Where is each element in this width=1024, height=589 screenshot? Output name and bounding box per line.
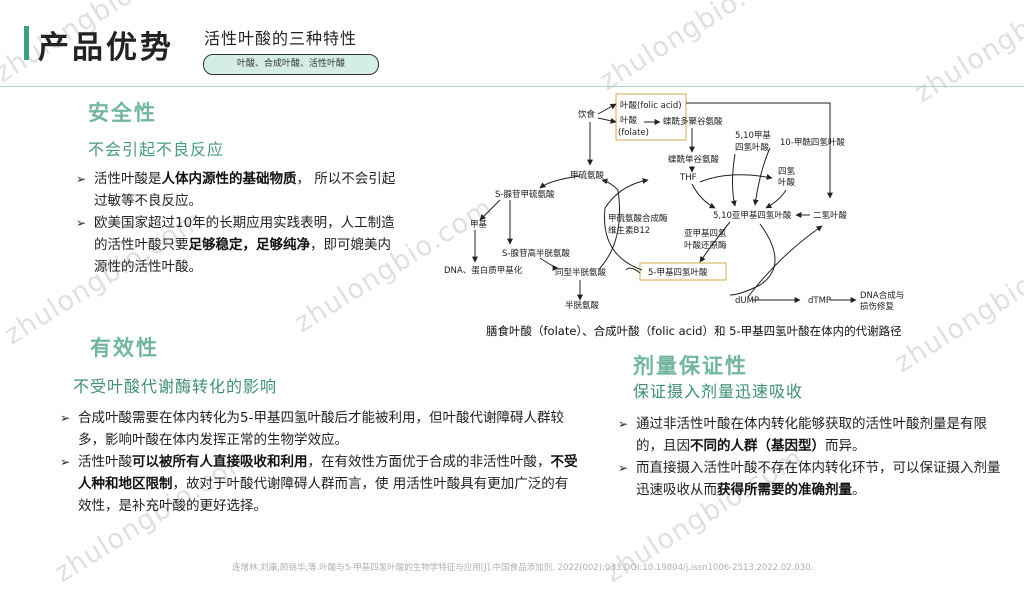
dosage-bullet: ➢ 而直接摄入活性叶酸不存在体内转化环节，可以保证摄入剂量迅速吸收从而获得所需要的… (618, 457, 1010, 501)
bullet-text: 活性叶酸 (78, 454, 132, 470)
diagram-label: 叶酸还原酶 (684, 240, 727, 251)
diagram-arrow (625, 267, 641, 274)
bullet-text: 活性叶酸是 (94, 171, 162, 187)
diagram-arrow (597, 117, 617, 124)
dosage-bullets: ➢ 通过非活性叶酸在体内转化能够获取的活性叶酸剂量是有限的，且因不同的人群（基因型… (618, 413, 1010, 501)
diagram-arrow (729, 223, 776, 296)
efficacy-bullets: ➢ 合成叶酸需要在体内转化为5-甲基四氢叶酸后才能被利用，但叶酸代谢障碍人群较多，… (60, 407, 580, 517)
watermark: zhulongbio.com (594, 0, 804, 97)
diagram-arrow (765, 189, 787, 209)
diagram-label: 四氢 (778, 166, 796, 177)
dosage-subheading: 保证摄入剂量迅速吸收 (633, 382, 804, 401)
efficacy-subheading: 不受叶酸代谢酶转化的影响 (73, 377, 278, 396)
bullet-arrow-icon: ➢ (76, 172, 87, 186)
bullet-emphasis: 获得所需要的准确剂量 (717, 482, 852, 498)
bullet-emphasis: 不受人种和地区限制 (78, 454, 578, 492)
bullet-emphasis: 足够稳定，足够纯净 (188, 237, 311, 253)
diagram-arrow (730, 153, 737, 207)
diagram-caption: 膳食叶酸（folate）、合成叶酸（folic acid）和 5-甲基四氢叶酸在… (486, 324, 902, 338)
diagram-label: 叶酸 (778, 177, 796, 188)
diagram-label: 蝶酰多聚谷氨酸 (663, 116, 723, 127)
diagram-label: 5,10甲基 (735, 130, 771, 141)
diagram-label: 亚甲基四氢 (684, 228, 727, 239)
diagram-label: 蝶酰单谷氨酸 (668, 154, 720, 165)
diagram-label: 10-甲酰四氢叶酸 (780, 137, 845, 148)
watermark: zhulongbio.com (909, 0, 1024, 109)
diagram-arrow (597, 103, 617, 115)
diagram-label: 维生素B12 (608, 225, 650, 236)
mthf-box (639, 262, 727, 281)
subtitle-pill: 叶酸、合成叶酸、活性叶酸 (203, 54, 379, 75)
page-title: 产品优势 (38, 30, 174, 66)
diagram-label: S-腺苷甲硫氨酸 (495, 189, 555, 200)
diagram-arrow (539, 257, 559, 271)
diagram-arrow (686, 102, 833, 199)
bullet-text: ，在有效性方面优于合成的非活性叶酸， (307, 454, 551, 470)
diagram-label: DNA、蛋白质甲基化 (444, 265, 523, 276)
bullet-text: ，故对于叶酸代谢障碍人群而言，使 用活性叶酸具有更加广泛的有效性，是补充叶酸的更… (78, 476, 569, 514)
efficacy-bullet: ➢ 活性叶酸可以被所有人直接吸收和利用，在有效性方面优于合成的非活性叶酸，不受人种… (60, 451, 580, 517)
diagram-label: 叶酸(folic acid) (620, 100, 682, 111)
diagram-arrow (539, 175, 581, 189)
diagram-label: 5-甲基四氢叶酸 (648, 267, 708, 278)
diagram-arrow (699, 221, 731, 263)
diagram-label: dTMP (808, 296, 831, 306)
bullet-emphasis: 人体内源性的基础物质 (161, 171, 297, 187)
diagram-label: 二氢叶酸 (813, 210, 848, 221)
diagram-label: 四氢叶酸 (735, 142, 770, 153)
diagram-label: 甲硫氨酸合成酶 (608, 213, 668, 224)
metabolic-pathway-diagram: 叶酸(folic acid) 叶酸 (folate) 饮食 蝶酰多聚谷氨酸 蝶酰… (444, 93, 904, 312)
dosage-bullet: ➢ 通过非活性叶酸在体内转化能够获取的活性叶酸剂量是有限的，且因不同的人群（基因型… (618, 413, 1010, 457)
bullet-text: 通过非活性叶酸在体内转化能够获取的活性叶酸剂量是有限的，且因 (636, 416, 987, 454)
citation: 连增林,刘康,顾锦华,等.叶酸与5-甲基四氢叶酸的生物学特征与应用[J].中国食… (232, 563, 814, 573)
diagram-label: 甲基 (470, 219, 488, 230)
bullet-arrow-icon: ➢ (618, 417, 629, 431)
diagram-label: DNA合成与 (860, 290, 904, 301)
diagram-arrow (691, 183, 716, 209)
header-divider (0, 86, 1024, 87)
bullet-emphasis: 不同的人群（基因型） (690, 438, 825, 454)
bullet-arrow-icon: ➢ (60, 411, 71, 425)
safety-bullets: ➢ 活性叶酸是人体内源性的基础物质， 所以不会引起过敏等不良反应。 ➢ 欧美国家超过… (76, 168, 396, 278)
bullet-text: 而异。 (825, 438, 866, 454)
bullet-text: 合成叶酸需要在体内转化为5-甲基四氢叶酸后才能被利用，但叶酸代谢障碍人群较多，影… (78, 410, 564, 448)
diagram-label: 叶酸 (620, 115, 638, 126)
diagram-label: 损伤修复 (860, 301, 895, 312)
folate-input-box (615, 93, 687, 141)
safety-bullet: ➢ 活性叶酸是人体内源性的基础物质， 所以不会引起过敏等不良反应。 (76, 168, 396, 212)
dosage-heading: 剂量保证性 (633, 354, 748, 378)
diagram-arrow (479, 199, 501, 221)
bullet-arrow-icon: ➢ (618, 461, 629, 475)
safety-heading: 安全性 (88, 101, 157, 125)
diagram-label: dUMP (735, 296, 759, 306)
page-subtitle: 活性叶酸的三种特性 (204, 29, 358, 48)
bullet-arrow-icon: ➢ (60, 455, 71, 469)
bullet-arrow-icon: ➢ (76, 216, 87, 230)
diagram-arrow (603, 177, 649, 271)
bullet-text: 而直接摄入活性叶酸不存在体内转化环节，可以保证摄入剂量迅速吸收从而 (636, 460, 1001, 498)
bullet-text: 。 (852, 482, 866, 498)
diagram-label: THF (679, 173, 697, 183)
bullet-emphasis: 可以被所有人直接吸收和利用 (132, 454, 308, 470)
title-accent-bar (24, 26, 29, 60)
diagram-label: (folate) (618, 128, 649, 138)
safety-subheading: 不会引起不良反应 (88, 140, 225, 159)
bullet-text: 欧美国家超过10年的长期应用实践表明，人工制造的活性叶酸只要 (94, 215, 395, 253)
diagram-label: 同型半胱氨酸 (555, 267, 607, 278)
safety-bullet: ➢ 欧美国家超过10年的长期应用实践表明，人工制造的活性叶酸只要足够稳定，足够纯净… (76, 212, 396, 278)
diagram-label: 甲硫氨酸 (570, 170, 605, 181)
diagram-label: 饮食 (578, 109, 596, 120)
diagram-label: 5,10亚甲基四氢叶酸 (713, 210, 792, 221)
diagram-arrow (699, 174, 773, 183)
efficacy-bullet: ➢ 合成叶酸需要在体内转化为5-甲基四氢叶酸后才能被利用，但叶酸代谢障碍人群较多，… (60, 407, 580, 451)
diagram-arrow (747, 225, 823, 298)
efficacy-heading: 有效性 (90, 336, 159, 360)
diagram-arrow (752, 147, 771, 206)
bullet-text: ， 所以不会引起过敏等不良反应。 (94, 171, 396, 209)
bullet-text: ，即可媲美内源性的活性叶酸。 (94, 237, 391, 275)
diagram-label: 半胱氨酸 (565, 300, 600, 311)
diagram-arrow (599, 178, 621, 269)
diagram-label: S-腺苷高半胱氨酸 (502, 248, 570, 259)
